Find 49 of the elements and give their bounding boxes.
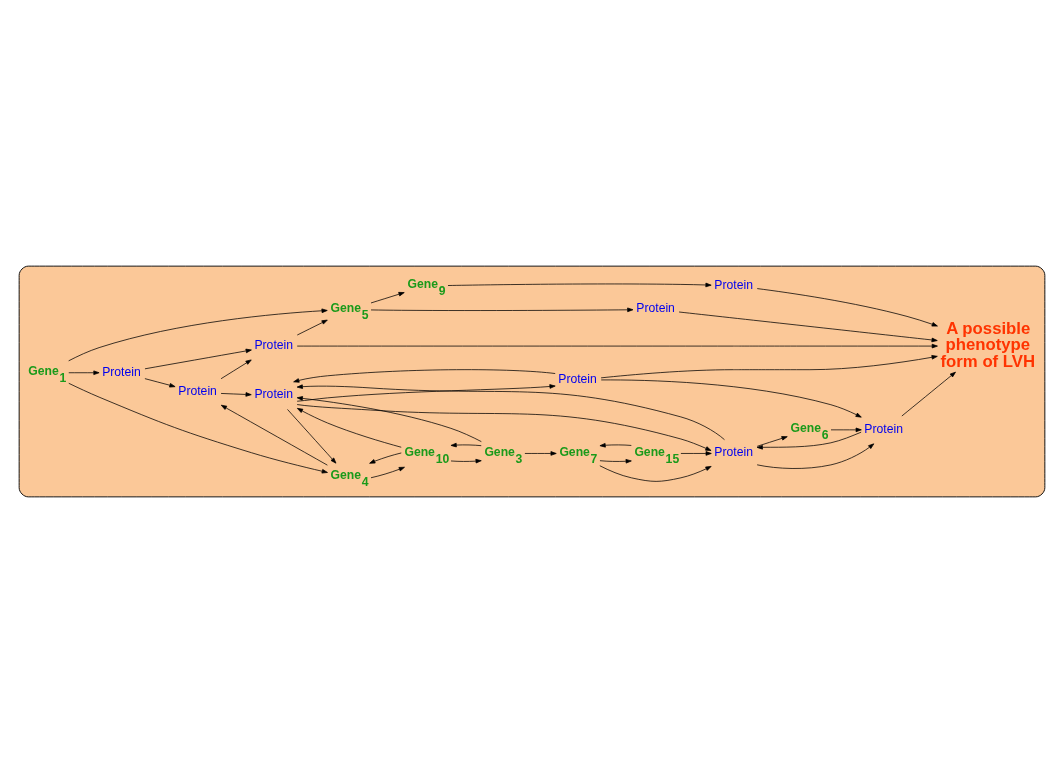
node-text: Protein: [102, 364, 141, 379]
arrow: [901, 371, 956, 416]
node-text: Protein: [558, 371, 597, 386]
node-text: Protein: [254, 337, 294, 352]
arrow: [599, 458, 632, 463]
cluster: [18, 265, 1046, 497]
arrow: [68, 370, 100, 375]
arrow: [296, 319, 328, 335]
arrow: [293, 368, 556, 383]
arrow: [600, 354, 938, 378]
arrow: [599, 442, 632, 447]
node-text: Protein: [178, 383, 217, 398]
arrow: [296, 395, 482, 442]
arrow: [369, 452, 402, 464]
arrow: [220, 404, 328, 466]
arrow: [756, 435, 788, 447]
node-text: Protein: [254, 386, 294, 401]
arrow: [830, 427, 862, 432]
arrow: [678, 311, 938, 342]
arrow: [220, 359, 252, 379]
arrow: [370, 291, 405, 303]
arrow: [524, 450, 557, 456]
node-text: Protein: [714, 277, 753, 292]
arrow: [756, 431, 862, 450]
arrow: [370, 307, 634, 312]
arrow: [296, 383, 725, 440]
arrow: [370, 466, 405, 478]
arrow: [220, 391, 252, 397]
arrow: [68, 382, 328, 473]
arrow: [68, 308, 328, 361]
node-text: Protein: [714, 444, 753, 459]
arrow: [447, 282, 712, 287]
arrow: [600, 379, 862, 418]
arrow: [296, 403, 712, 451]
arrow: [296, 383, 556, 402]
node-text: Protein: [864, 421, 903, 436]
arrow: [144, 348, 252, 369]
arrow: [144, 377, 176, 387]
arrow: [599, 464, 712, 482]
arrow: [296, 343, 938, 348]
node-text: Protein: [636, 300, 675, 315]
arrow: [756, 442, 875, 469]
arrow: [680, 450, 712, 456]
arrow: [287, 408, 337, 464]
node-text: A possible phenotype form of LVH: [940, 318, 1036, 371]
arrow: [756, 287, 938, 326]
arrow: [296, 407, 402, 448]
arrow: [450, 442, 482, 447]
arrow: [450, 458, 482, 463]
